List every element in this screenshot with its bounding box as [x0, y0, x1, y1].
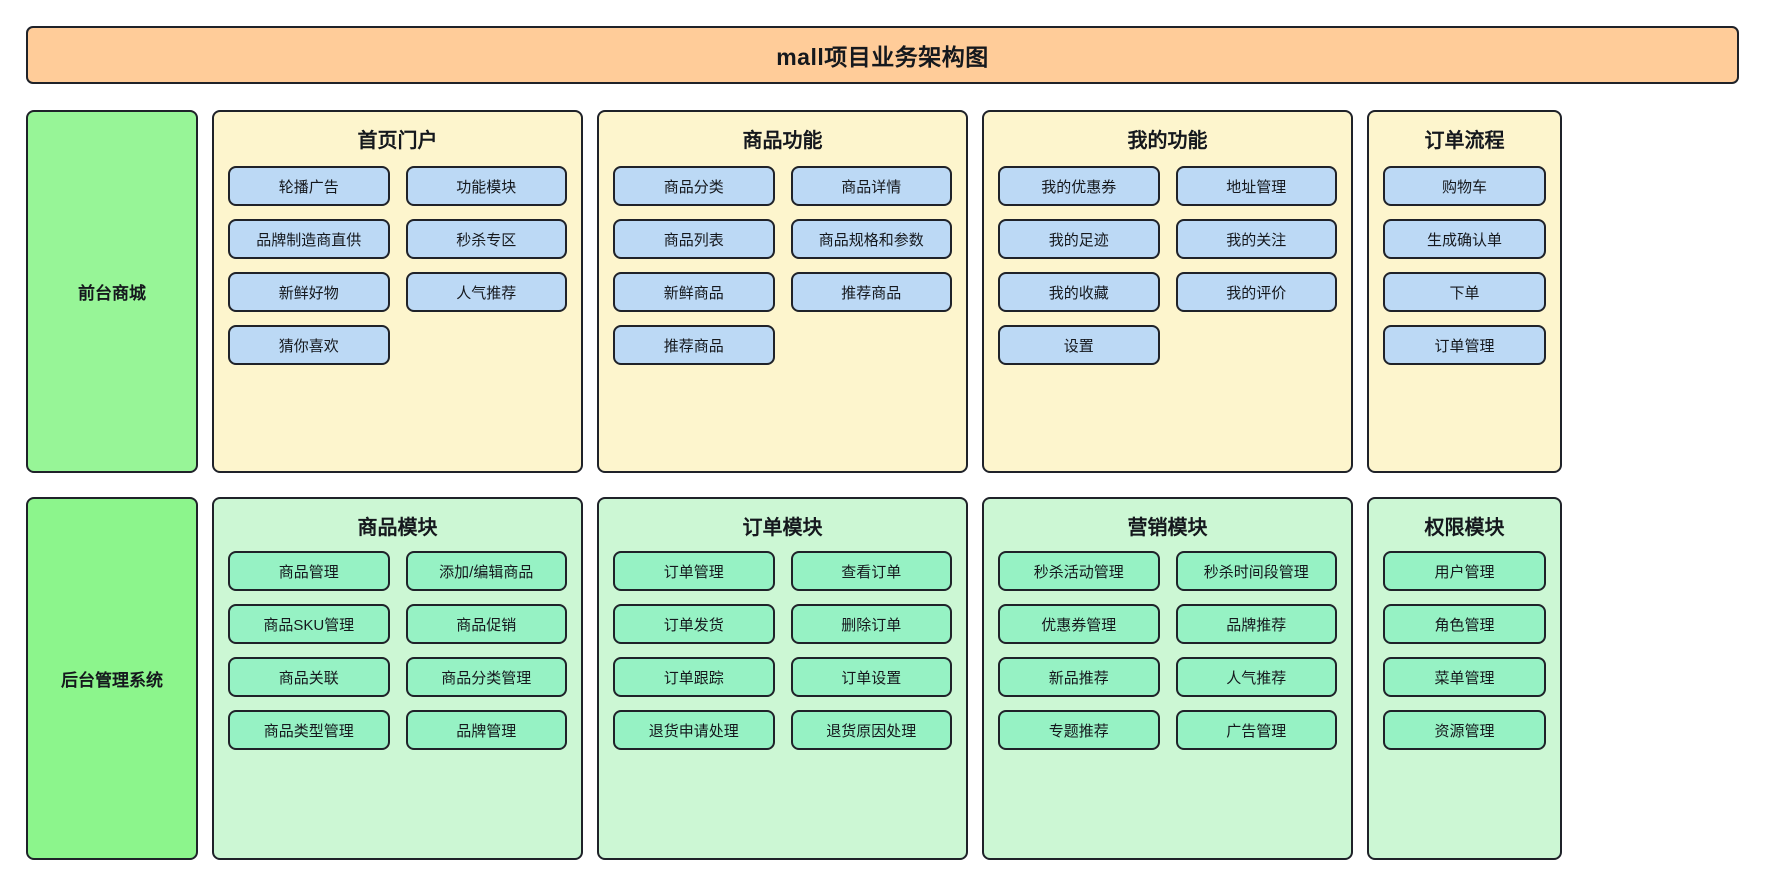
group-product-module: 商品模块 商品管理 添加/编辑商品 商品SKU管理 商品促销 商品关联 商品分类… [212, 497, 583, 860]
item-popular-recommend-admin[interactable]: 人气推荐 [1175, 657, 1337, 697]
row-frontend: 前台商城 首页门户 轮播广告 功能模块 品牌制造商直供 秒杀专区 新鲜好物 人气… [26, 110, 1739, 473]
item-product-type-management[interactable]: 商品类型管理 [228, 710, 390, 750]
group-title-product-function: 商品功能 [742, 130, 823, 152]
item-user-management[interactable]: 用户管理 [1383, 551, 1546, 591]
item-brand-management[interactable]: 品牌管理 [405, 710, 567, 750]
item-my-favorites[interactable]: 我的收藏 [998, 272, 1160, 312]
group-title-order-flow: 订单流程 [1424, 130, 1505, 152]
group-permission-module: 权限模块 用户管理 角色管理 菜单管理 资源管理 [1367, 497, 1562, 860]
group-product-function: 商品功能 商品分类 商品详情 商品列表 商品规格和参数 新鲜商品 推荐商品 推荐… [597, 110, 968, 473]
item-recommended-product-2[interactable]: 推荐商品 [613, 325, 775, 365]
item-product-detail[interactable]: 商品详情 [790, 166, 952, 206]
item-flash-sale-zone[interactable]: 秒杀专区 [405, 219, 567, 259]
item-product-promotion[interactable]: 商品促销 [405, 604, 567, 644]
group-title-permission-module: 权限模块 [1424, 517, 1505, 539]
item-brand-direct-supply[interactable]: 品牌制造商直供 [228, 219, 390, 259]
item-product-management[interactable]: 商品管理 [228, 551, 390, 591]
side-label-frontend: 前台商城 [26, 110, 198, 473]
item-product-association[interactable]: 商品关联 [228, 657, 390, 697]
item-grid-product-function: 商品分类 商品详情 商品列表 商品规格和参数 新鲜商品 推荐商品 推荐商品 [613, 166, 952, 365]
item-generate-confirmation[interactable]: 生成确认单 [1383, 219, 1546, 259]
group-title-home-portal: 首页门户 [357, 130, 438, 152]
item-grid-permission-module: 用户管理 角色管理 菜单管理 资源管理 [1383, 551, 1546, 750]
item-function-module[interactable]: 功能模块 [405, 166, 567, 206]
item-order-management-admin[interactable]: 订单管理 [613, 551, 775, 591]
item-coupon-management[interactable]: 优惠券管理 [998, 604, 1160, 644]
side-label-backend: 后台管理系统 [26, 497, 198, 860]
row-backend: 后台管理系统 商品模块 商品管理 添加/编辑商品 商品SKU管理 商品促销 商品… [26, 497, 1739, 860]
item-guess-you-like[interactable]: 猜你喜欢 [228, 325, 390, 365]
item-role-management[interactable]: 角色管理 [1383, 604, 1546, 644]
group-order-module: 订单模块 订单管理 查看订单 订单发货 删除订单 订单跟踪 订单设置 退货申请处… [597, 497, 968, 860]
item-shopping-cart[interactable]: 购物车 [1383, 166, 1546, 206]
item-menu-management[interactable]: 菜单管理 [1383, 657, 1546, 697]
group-title-my-function: 我的功能 [1127, 130, 1208, 152]
item-my-footprints[interactable]: 我的足迹 [998, 219, 1160, 259]
item-flash-sale-period-management[interactable]: 秒杀时间段管理 [1175, 551, 1337, 591]
side-label-frontend-text: 前台商城 [78, 284, 146, 303]
item-grid-product-module: 商品管理 添加/编辑商品 商品SKU管理 商品促销 商品关联 商品分类管理 商品… [228, 551, 567, 750]
group-title-order-module: 订单模块 [742, 517, 823, 539]
item-product-category[interactable]: 商品分类 [613, 166, 775, 206]
item-grid-order-module: 订单管理 查看订单 订单发货 删除订单 订单跟踪 订单设置 退货申请处理 退货原… [613, 551, 952, 750]
item-resource-management[interactable]: 资源管理 [1383, 710, 1546, 750]
diagram-title-banner: mall项目业务架构图 [26, 26, 1739, 84]
item-ad-management[interactable]: 广告管理 [1175, 710, 1337, 750]
item-return-request-handling[interactable]: 退货申请处理 [613, 710, 775, 750]
item-fresh-goods[interactable]: 新鲜好物 [228, 272, 390, 312]
item-my-reviews[interactable]: 我的评价 [1175, 272, 1337, 312]
item-new-product-recommend[interactable]: 新品推荐 [998, 657, 1160, 697]
item-carousel-ad[interactable]: 轮播广告 [228, 166, 390, 206]
item-grid-home-portal: 轮播广告 功能模块 品牌制造商直供 秒杀专区 新鲜好物 人气推荐 猜你喜欢 [228, 166, 567, 365]
group-title-product-module: 商品模块 [357, 517, 438, 539]
item-grid-order-flow: 购物车 生成确认单 下单 订单管理 [1383, 166, 1546, 365]
item-product-list[interactable]: 商品列表 [613, 219, 775, 259]
item-order-settings[interactable]: 订单设置 [790, 657, 952, 697]
group-order-flow: 订单流程 购物车 生成确认单 下单 订单管理 [1367, 110, 1562, 473]
item-grid-marketing-module: 秒杀活动管理 秒杀时间段管理 优惠券管理 品牌推荐 新品推荐 人气推荐 专题推荐… [998, 551, 1337, 750]
item-brand-recommend[interactable]: 品牌推荐 [1175, 604, 1337, 644]
item-view-order[interactable]: 查看订单 [790, 551, 952, 591]
item-order-tracking[interactable]: 订单跟踪 [613, 657, 775, 697]
item-order-shipping[interactable]: 订单发货 [613, 604, 775, 644]
group-title-marketing-module: 营销模块 [1127, 517, 1208, 539]
item-product-spec-params[interactable]: 商品规格和参数 [790, 219, 952, 259]
group-my-function: 我的功能 我的优惠券 地址管理 我的足迹 我的关注 我的收藏 我的评价 设置 [982, 110, 1353, 473]
group-home-portal: 首页门户 轮播广告 功能模块 品牌制造商直供 秒杀专区 新鲜好物 人气推荐 猜你… [212, 110, 583, 473]
item-delete-order[interactable]: 删除订单 [790, 604, 952, 644]
item-product-category-management[interactable]: 商品分类管理 [405, 657, 567, 697]
group-marketing-module: 营销模块 秒杀活动管理 秒杀时间段管理 优惠券管理 品牌推荐 新品推荐 人气推荐… [982, 497, 1353, 860]
item-add-edit-product[interactable]: 添加/编辑商品 [405, 551, 567, 591]
diagram-title: mall项目业务架构图 [776, 44, 989, 70]
item-my-coupons[interactable]: 我的优惠券 [998, 166, 1160, 206]
item-recommended-product[interactable]: 推荐商品 [790, 272, 952, 312]
item-order-management[interactable]: 订单管理 [1383, 325, 1546, 365]
item-topic-recommend[interactable]: 专题推荐 [998, 710, 1160, 750]
item-fresh-product[interactable]: 新鲜商品 [613, 272, 775, 312]
item-settings[interactable]: 设置 [998, 325, 1160, 365]
item-return-reason-handling[interactable]: 退货原因处理 [790, 710, 952, 750]
item-address-management[interactable]: 地址管理 [1175, 166, 1337, 206]
item-my-follows[interactable]: 我的关注 [1175, 219, 1337, 259]
item-grid-my-function: 我的优惠券 地址管理 我的足迹 我的关注 我的收藏 我的评价 设置 [998, 166, 1337, 365]
item-product-sku-management[interactable]: 商品SKU管理 [228, 604, 390, 644]
item-popular-recommend[interactable]: 人气推荐 [405, 272, 567, 312]
item-place-order[interactable]: 下单 [1383, 272, 1546, 312]
item-flash-sale-activity-management[interactable]: 秒杀活动管理 [998, 551, 1160, 591]
side-label-backend-text: 后台管理系统 [61, 671, 163, 690]
